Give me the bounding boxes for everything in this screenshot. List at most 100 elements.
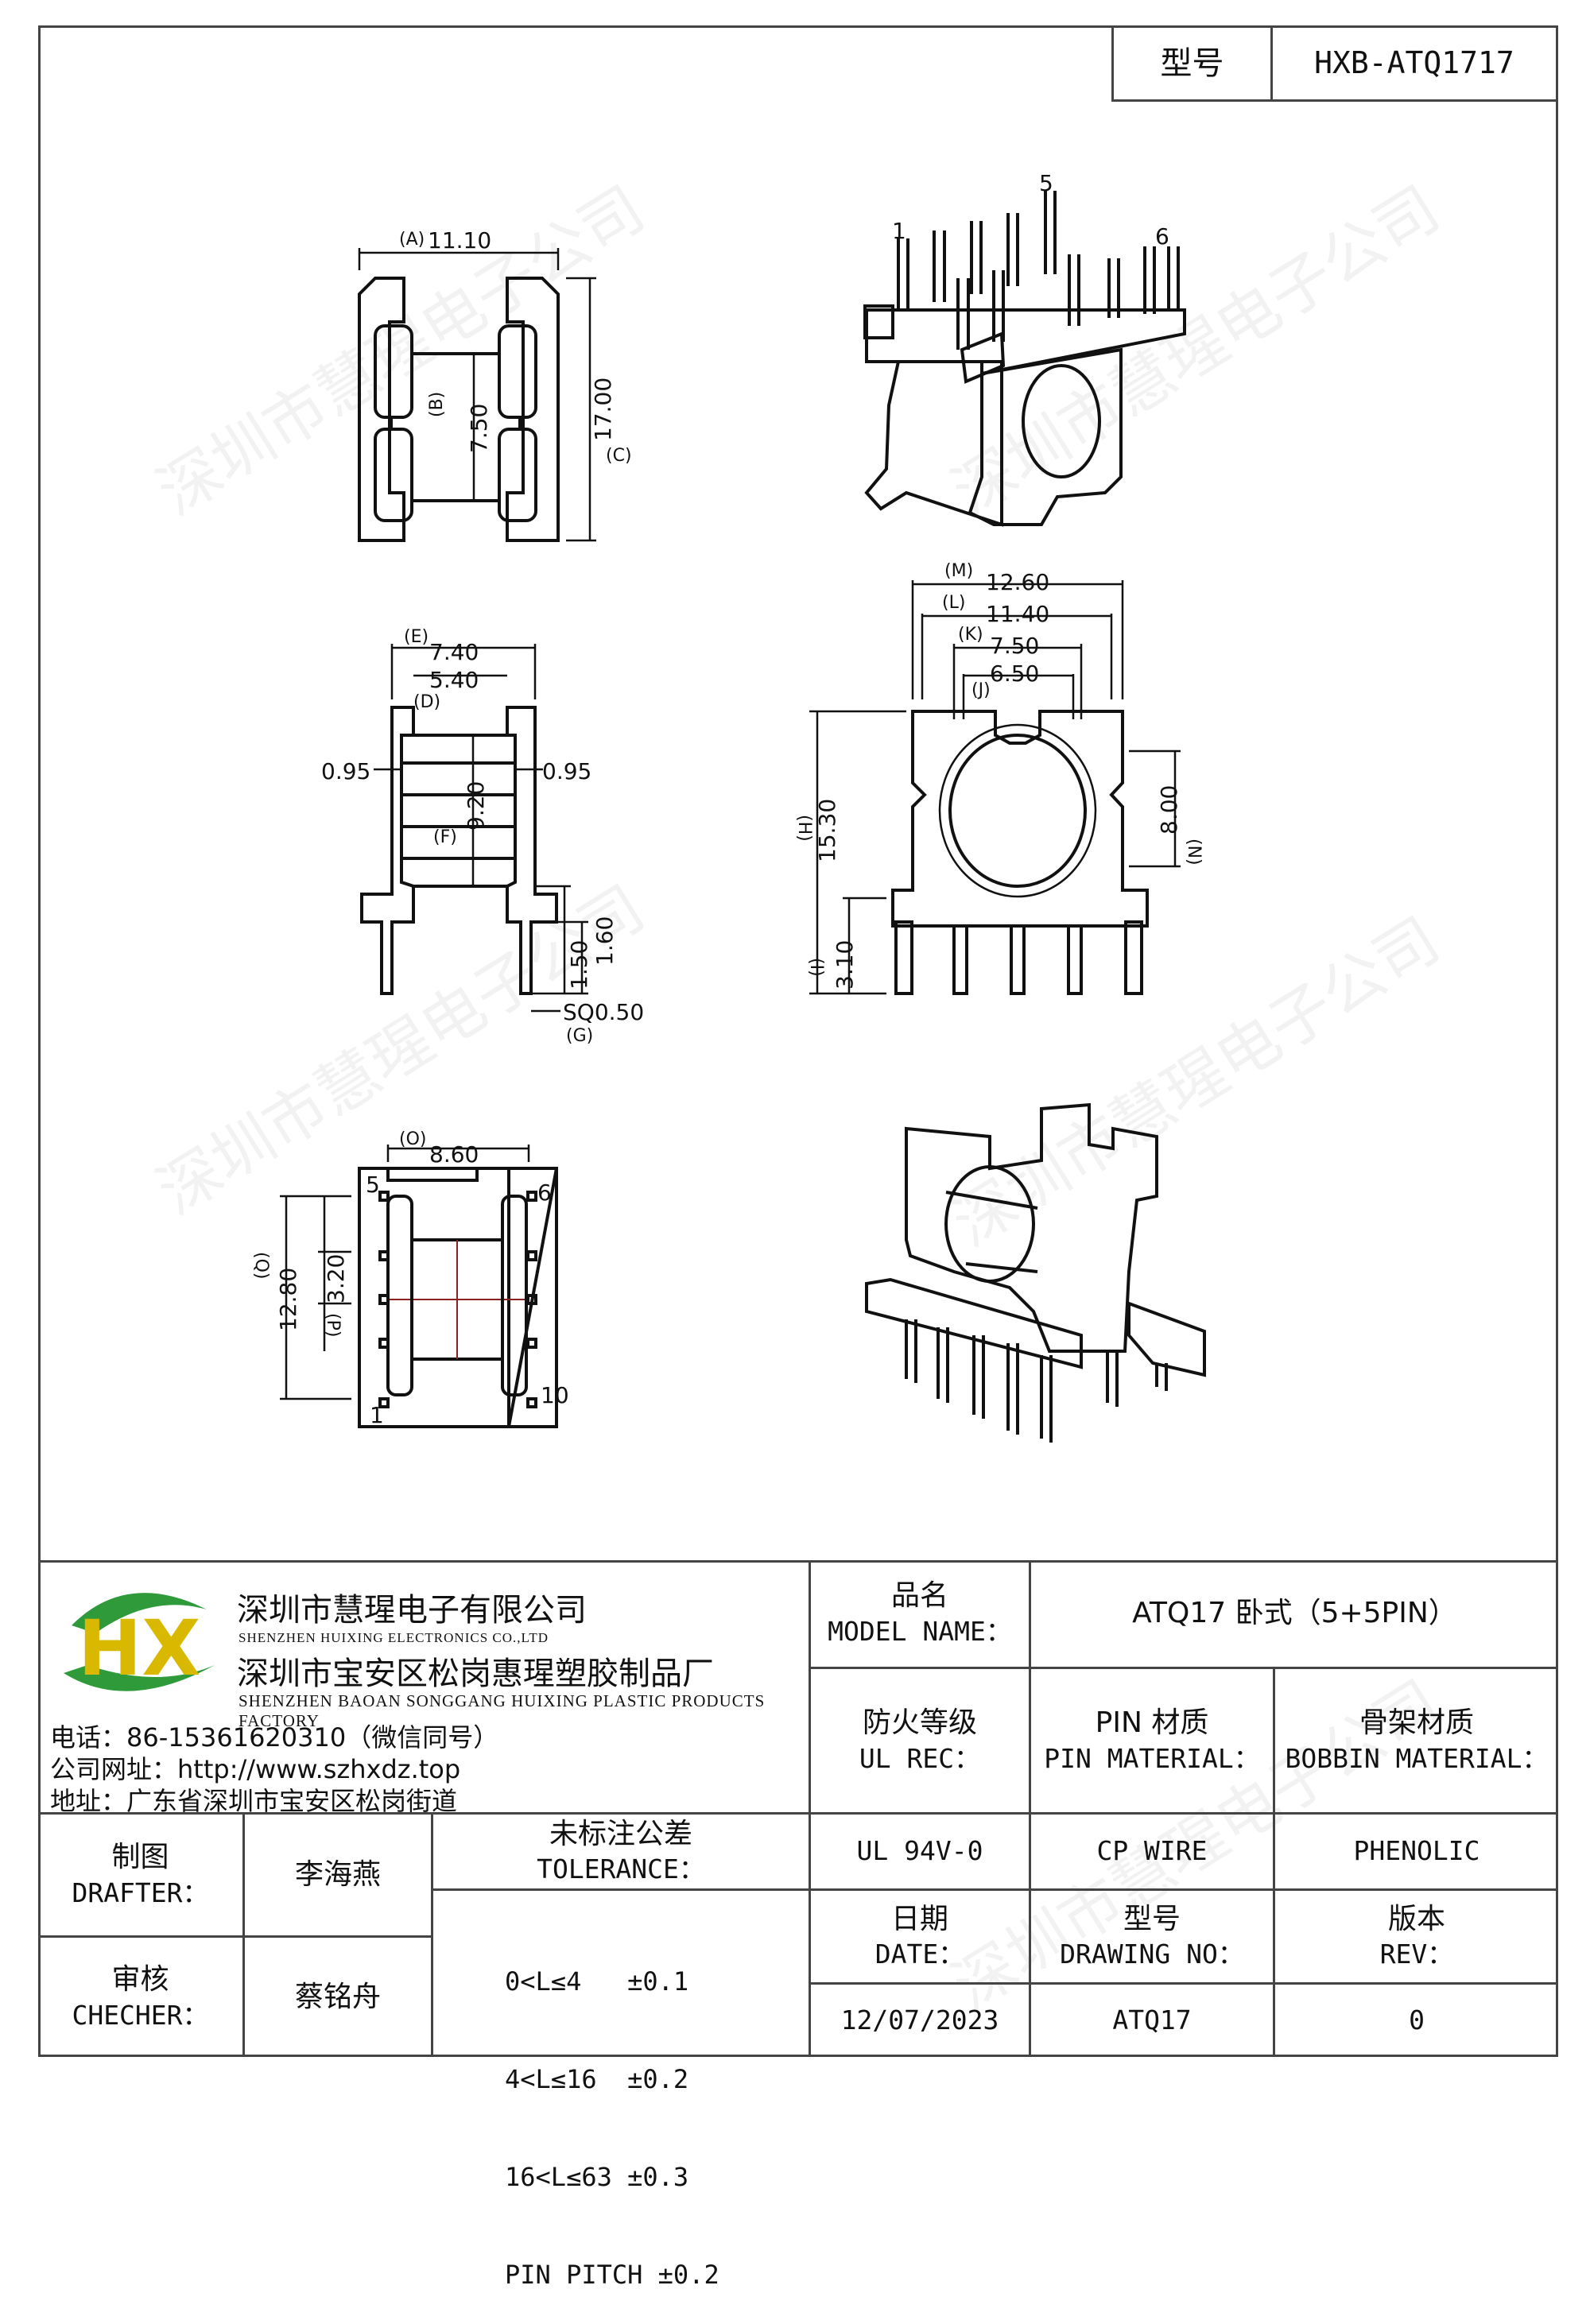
rev-cn: 版本 (1387, 1902, 1445, 1935)
company-phone: 电话：86-15361620310（微信同号） (50, 1722, 499, 1753)
model-header-value: HXB-ATQ1717 (1270, 25, 1558, 102)
dim-i-value: 3.10 (832, 940, 858, 990)
drafter-en: DRAFTER： (72, 1877, 209, 1908)
drawing-no-header: 型号 DRAWING NO： (1031, 1891, 1275, 1985)
factory-name-en: SHENZHEN BAOAN SONGGANG HUIXING PLASTIC … (238, 1691, 766, 1730)
date-value: 12/07/2023 (811, 1985, 1031, 2057)
tolerance-line: 0<L≤4 ±0.1 (505, 1966, 689, 1997)
dim-p-value: 3.20 (323, 1254, 349, 1303)
bottom-pin-10-label: 10 (541, 1382, 569, 1408)
dim-g-value: SQ0.50 (563, 999, 644, 1025)
company-website: 公司网址：http://www.szhxdz.top (50, 1754, 461, 1784)
model-name-en: MODEL NAME： (828, 1615, 1012, 1647)
company-name-cn: 深圳市慧瑆电子有限公司 (237, 1592, 587, 1629)
iso-pin-6-label: 6 (1155, 223, 1169, 250)
dim-a-value: 11.10 (428, 227, 491, 254)
dim-a-label: (A) (399, 230, 425, 250)
dim-k-label: (K) (958, 625, 983, 645)
pin-material-cn: PIN 材质 (1095, 1706, 1209, 1740)
side-view (360, 706, 558, 995)
bobbin-material-header: 骨架材质 BOBBIN MATERIAL： (1275, 1669, 1558, 1815)
technical-drawings: (A) 11.10 (B) 7.50 17.00 (C) (E) 7.40 5.… (251, 170, 1206, 1443)
dim-p-label: (P) (323, 1313, 343, 1337)
model-header-label: 型号 (1111, 25, 1270, 102)
iso-pin-5-label: 5 (1039, 170, 1053, 196)
model-name-value: ATQ17 卧式（5+5PIN） (1031, 1560, 1558, 1669)
drawing-no-en: DRAWING NO： (1060, 1939, 1244, 1970)
dim-c-label: (C) (606, 446, 632, 466)
fire-rating-header: 防火等级 UL REC： (811, 1669, 1031, 1815)
bobbin-material-value: PHENOLIC (1275, 1815, 1558, 1891)
dim-c-value: 17.00 (590, 378, 616, 441)
tolerance-en: TOLERANCE： (537, 1853, 705, 1885)
dim-h-label: (H) (794, 815, 814, 842)
logo-text: HX (78, 1604, 200, 1693)
company-address: 地址：广东省深圳市宝安区松岗街道 (50, 1786, 458, 1816)
fire-rating-en: UL REC： (859, 1742, 981, 1774)
dim-f-label: (F) (433, 827, 457, 847)
bobbin-material-cn: 骨架材质 (1359, 1706, 1474, 1740)
tolerance-header: 未标注公差 TOLERANCE： (433, 1815, 811, 1891)
dim-o-value: 8.60 (429, 1141, 479, 1168)
pin-material-en: PIN MATERIAL： (1044, 1742, 1260, 1774)
dim-160: 1.60 (591, 916, 618, 966)
rev-value: 0 (1409, 2004, 1425, 2036)
iso-pin-1-label: 1 (892, 218, 906, 244)
dim-f-value: 9.20 (463, 781, 489, 831)
tolerance-line: 4<L≤16 ±0.2 (505, 2064, 689, 2094)
dim-g-label: (G) (566, 1026, 593, 1046)
factory-name-cn: 深圳市宝安区松岗惠瑆塑胶制品厂 (237, 1656, 714, 1692)
drafter-cn: 制图 (111, 1841, 169, 1874)
rev-en: REV： (1379, 1939, 1454, 1970)
drawing-frame (38, 25, 1558, 2057)
front-view (891, 710, 1149, 995)
dim-k-value: 7.50 (990, 633, 1039, 659)
bottom-view (358, 1167, 558, 1428)
dim-q-value: 12.80 (275, 1268, 301, 1331)
dim-l-value: 11.40 (986, 601, 1049, 627)
bottom-pin-6-label: 6 (537, 1179, 552, 1206)
dim-d-label: (D) (413, 692, 440, 712)
dim-m-value: 12.60 (986, 569, 1049, 595)
title-block (38, 1560, 1558, 2059)
bobbin-material-en: BOBBIN MATERIAL： (1285, 1742, 1549, 1774)
dim-n-label: (N) (1184, 839, 1204, 866)
checker-value: 蔡铭舟 (245, 1938, 433, 2057)
dim-m-label: (M) (944, 561, 973, 581)
company-name-en: SHENZHEN HUIXING ELECTRONICS CO.,LTD (238, 1630, 549, 1645)
pin-material-header: PIN 材质 PIN MATERIAL： (1031, 1669, 1275, 1815)
dim-l-label: (L) (942, 593, 965, 613)
checker-header: 审核 CHECHER： (38, 1938, 245, 2057)
drafter-header: 制图 DRAFTER： (38, 1815, 245, 1938)
bottom-pin-1-label: 1 (370, 1402, 384, 1428)
tolerance-lines: 0<L≤4 ±0.1 4<L≤16 ±0.2 16<L≤63 ±0.3 PIN … (433, 1891, 811, 2290)
dim-j-value: 6.50 (990, 660, 1039, 687)
checker-en: CHECHER： (72, 1999, 209, 2031)
model-name-cn: 品名 (890, 1579, 948, 1613)
pin-material-value: CP WIRE (1031, 1815, 1275, 1891)
dim-b-label: (B) (427, 392, 447, 417)
dim-e-value: 7.40 (429, 639, 479, 665)
dim-h-value: 15.30 (814, 799, 840, 862)
dim-i-label: (I) (806, 958, 826, 977)
date-header: 日期 DATE： (811, 1891, 1031, 1985)
bottom-pin-5-label: 5 (366, 1172, 380, 1198)
dim-e-label: (E) (404, 627, 429, 647)
company-logo: HX (64, 1593, 215, 1693)
dim-side-right: 0.95 (542, 758, 591, 784)
checker-cn: 审核 (111, 1963, 169, 1997)
dim-n-value: 8.00 (1156, 785, 1182, 835)
tolerance-cn: 未标注公差 (549, 1817, 692, 1850)
tolerance-line: 16<L≤63 ±0.3 (505, 2162, 689, 2192)
tolerance-line: PIN PITCH ±0.2 (505, 2260, 719, 2290)
drawing-no-value: ATQ17 (1031, 1985, 1275, 2057)
company-area: HX 深圳市慧瑆电子有限公司 SHENZHEN HUIXING ELECTRON… (38, 1560, 811, 1816)
dim-side-left: 0.95 (321, 758, 370, 784)
dim-b-value: 7.50 (466, 404, 492, 453)
dim-o-label: (O) (399, 1129, 426, 1149)
fire-rating-value: UL 94V-0 (811, 1815, 1031, 1891)
isometric-bottom (865, 1102, 1206, 1443)
rev-header: 版本 REV： (1275, 1891, 1558, 1985)
isometric-top (863, 191, 1186, 527)
dim-150: 1.50 (566, 940, 592, 990)
